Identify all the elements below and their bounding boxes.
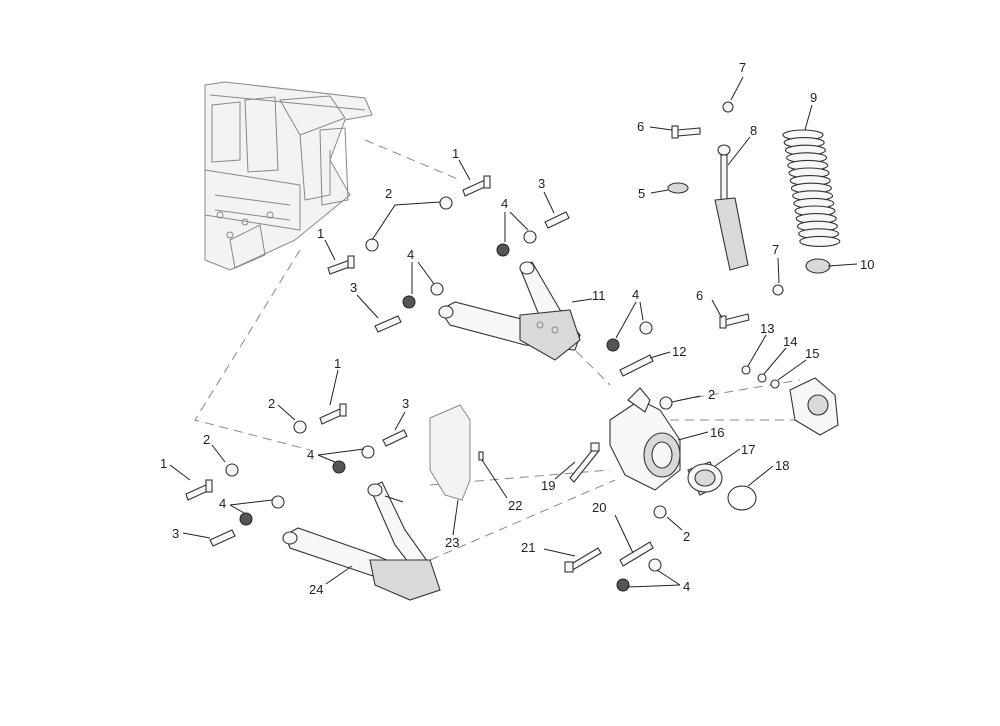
callout-4: 4 bbox=[407, 247, 414, 262]
callout-3: 3 bbox=[538, 176, 545, 191]
callout-1: 1 bbox=[160, 456, 167, 471]
callout-4: 4 bbox=[307, 447, 314, 462]
callout-15: 15 bbox=[805, 346, 819, 361]
callout-2: 2 bbox=[268, 396, 275, 411]
callout-4: 4 bbox=[683, 579, 690, 594]
callout-7: 7 bbox=[739, 60, 746, 75]
callout-13: 13 bbox=[760, 321, 774, 336]
bolts bbox=[185, 125, 750, 573]
wheel-bearing bbox=[687, 461, 723, 496]
callout-20: 20 bbox=[592, 500, 606, 515]
callout-3: 3 bbox=[402, 396, 409, 411]
callout-18: 18 bbox=[775, 458, 789, 473]
nuts bbox=[225, 101, 784, 519]
callout-8: 8 bbox=[750, 123, 757, 138]
leader-lines bbox=[169, 76, 858, 588]
steering-knuckle bbox=[609, 387, 681, 491]
sleeves bbox=[209, 211, 654, 567]
callout-21: 21 bbox=[521, 540, 535, 555]
callout-1: 1 bbox=[334, 356, 341, 371]
callout-14: 14 bbox=[783, 334, 797, 349]
callout-17: 17 bbox=[741, 442, 755, 457]
coil-spring bbox=[782, 129, 841, 247]
small-pin bbox=[478, 451, 484, 461]
callout-6: 6 bbox=[637, 119, 644, 134]
lower-a-arm bbox=[282, 481, 441, 601]
callout-22: 22 bbox=[508, 498, 522, 513]
shock-absorber bbox=[714, 144, 749, 271]
spring-seat bbox=[805, 258, 831, 274]
callout-5: 5 bbox=[638, 186, 645, 201]
bushings bbox=[239, 230, 662, 592]
callout-4: 4 bbox=[501, 196, 508, 211]
callout-2: 2 bbox=[203, 432, 210, 447]
spring-coil bbox=[799, 235, 841, 247]
hub-assembly bbox=[789, 377, 839, 436]
callout-7: 7 bbox=[772, 242, 779, 257]
callout-6: 6 bbox=[696, 288, 703, 303]
skid-plate bbox=[429, 404, 471, 501]
chassis-frame bbox=[204, 81, 373, 271]
callout-labels: 1 1 1 1 2 2 2 2 2 3 3 3 3 4 4 4 4 4 4 5 … bbox=[160, 60, 874, 597]
callout-3: 3 bbox=[172, 526, 179, 541]
washer bbox=[667, 182, 689, 194]
callout-16: 16 bbox=[710, 425, 724, 440]
callout-11: 11 bbox=[592, 288, 606, 303]
callout-2: 2 bbox=[708, 387, 715, 402]
upper-a-arm bbox=[438, 261, 581, 361]
callout-10: 10 bbox=[860, 257, 874, 272]
callout-4: 4 bbox=[632, 287, 639, 302]
callout-9: 9 bbox=[810, 90, 817, 105]
callout-1: 1 bbox=[452, 146, 459, 161]
callout-19: 19 bbox=[541, 478, 555, 493]
callout-23: 23 bbox=[445, 535, 459, 550]
callout-4: 4 bbox=[219, 496, 226, 511]
alignment-guides bbox=[194, 139, 801, 561]
callout-12: 12 bbox=[672, 344, 686, 359]
callout-1: 1 bbox=[317, 226, 324, 241]
circlip bbox=[727, 485, 757, 511]
callout-3: 3 bbox=[350, 280, 357, 295]
callout-24: 24 bbox=[309, 582, 323, 597]
callout-2: 2 bbox=[683, 529, 690, 544]
callout-2: 2 bbox=[385, 186, 392, 201]
